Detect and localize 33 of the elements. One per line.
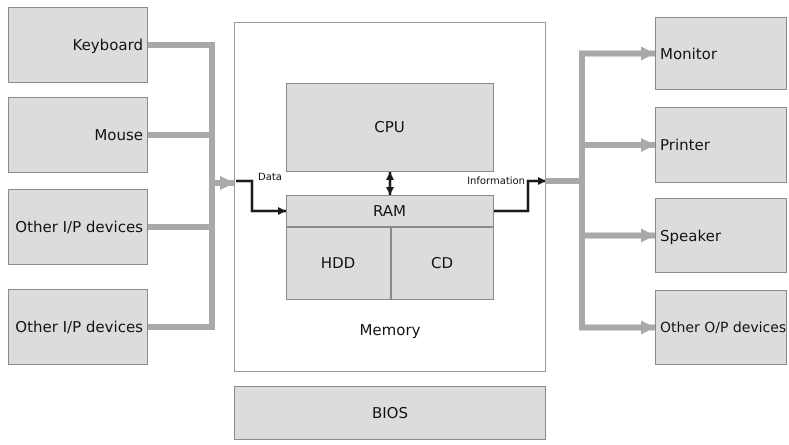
node-label: CD bbox=[430, 254, 454, 272]
arrow bbox=[386, 172, 394, 195]
input-device-box bbox=[8, 97, 148, 173]
cpu-box bbox=[286, 82, 494, 172]
node-label: HDD bbox=[320, 254, 356, 272]
bios-box bbox=[234, 386, 546, 440]
system-box bbox=[234, 22, 546, 372]
arrow bbox=[494, 177, 546, 212]
node-label: Printer bbox=[660, 136, 710, 154]
node-label: Memory bbox=[359, 321, 420, 339]
input-device-box bbox=[8, 189, 148, 265]
storage-box bbox=[390, 226, 494, 300]
node-label: CPU bbox=[374, 118, 405, 136]
node-label: Mouse bbox=[94, 126, 143, 144]
node-label: Speaker bbox=[660, 226, 722, 244]
edge-label: Information bbox=[466, 176, 526, 187]
output-device-box bbox=[655, 290, 787, 365]
node-label: Monitor bbox=[660, 44, 718, 62]
input-device-box bbox=[8, 7, 148, 83]
output-device-box bbox=[655, 107, 787, 183]
edge-label: Data bbox=[257, 172, 283, 183]
node-label: RAM bbox=[372, 202, 406, 220]
node-label: Other I/P devices bbox=[15, 218, 143, 236]
node-label: Other I/P devices bbox=[15, 318, 143, 336]
storage-box bbox=[286, 226, 390, 300]
node-label: BIOS bbox=[372, 404, 408, 422]
arrow bbox=[236, 180, 286, 215]
output-device-box bbox=[655, 17, 787, 90]
ram-box bbox=[286, 194, 494, 226]
node-label: Keyboard bbox=[72, 36, 143, 54]
input-device-box bbox=[8, 289, 148, 365]
output-device-box bbox=[655, 198, 787, 273]
node-label: Other O/P devices bbox=[660, 320, 786, 336]
